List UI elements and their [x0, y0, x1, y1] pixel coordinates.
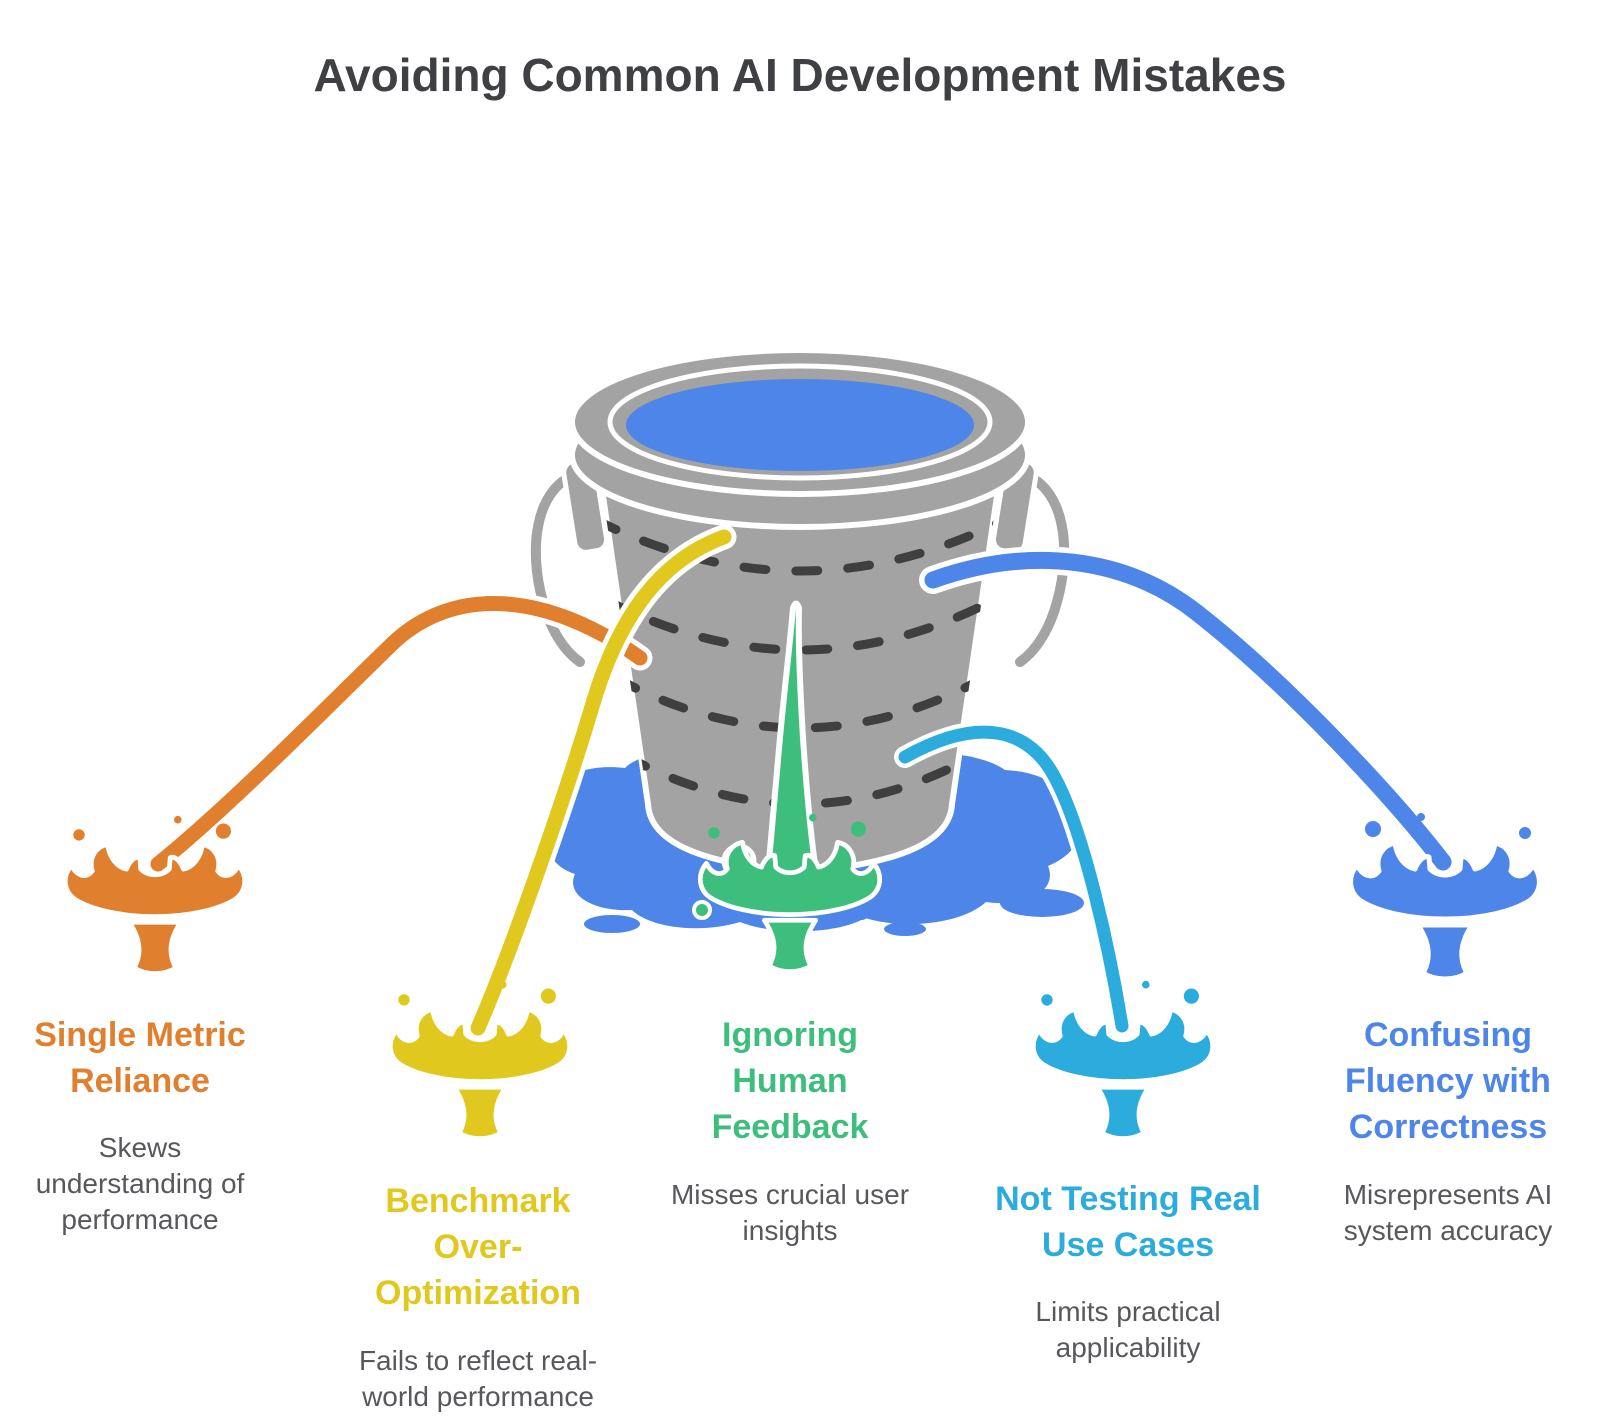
mistake-heading: Benchmark Over-Optimization — [375, 1182, 581, 1313]
leak-droplet — [692, 900, 712, 920]
stream-cyan — [894, 721, 1133, 1037]
mistake-label-not-testing-real-use-cases: Not Testing Real Use Cases Limits practi… — [958, 1176, 1298, 1366]
bucket-handle-left — [525, 466, 590, 672]
mistake-description: Skews understanding of performance — [35, 1132, 245, 1236]
splash-orange-icon — [65, 816, 244, 974]
mistake-description: Fails to reflect real-world performance — [358, 1344, 598, 1412]
mistake-description: Misrepresents AI system accuracy — [1343, 1178, 1553, 1246]
page-title: Avoiding Common AI Development Mistakes — [313, 49, 1287, 101]
leak-streams — [145, 524, 1457, 1041]
mistake-heading: Single Metric Reliance — [34, 1016, 246, 1101]
mistake-heading: Confusing Fluency with Correctness — [1345, 1016, 1551, 1147]
mistake-label-confusing-fluency-with-correctness: Confusing Fluency with Correctness Misre… — [1288, 1012, 1600, 1248]
mistake-label-single-metric-reliance: Single Metric Reliance Skews understandi… — [0, 1012, 280, 1238]
mistake-description: Misses crucial user insights — [670, 1178, 910, 1246]
mistake-label-benchmark-over-optimization: Benchmark Over-Optimization Fails to ref… — [328, 1178, 628, 1414]
stream-orange — [145, 591, 653, 877]
water-surface — [626, 379, 974, 471]
stream-yellow — [465, 524, 737, 1041]
bucket-handle-right — [1010, 466, 1075, 672]
mistake-description: Limits practical applicability — [1035, 1296, 1221, 1364]
mistake-label-ignoring-human-feedback: Ignoring Human Feedback Misses crucial u… — [640, 1012, 940, 1248]
splash-blue-icon — [1351, 813, 1540, 979]
mistake-heading: Not Testing Real Use Cases — [995, 1180, 1261, 1265]
mistake-heading: Ignoring Human Feedback — [711, 1016, 869, 1147]
stream-blue — [919, 546, 1457, 876]
